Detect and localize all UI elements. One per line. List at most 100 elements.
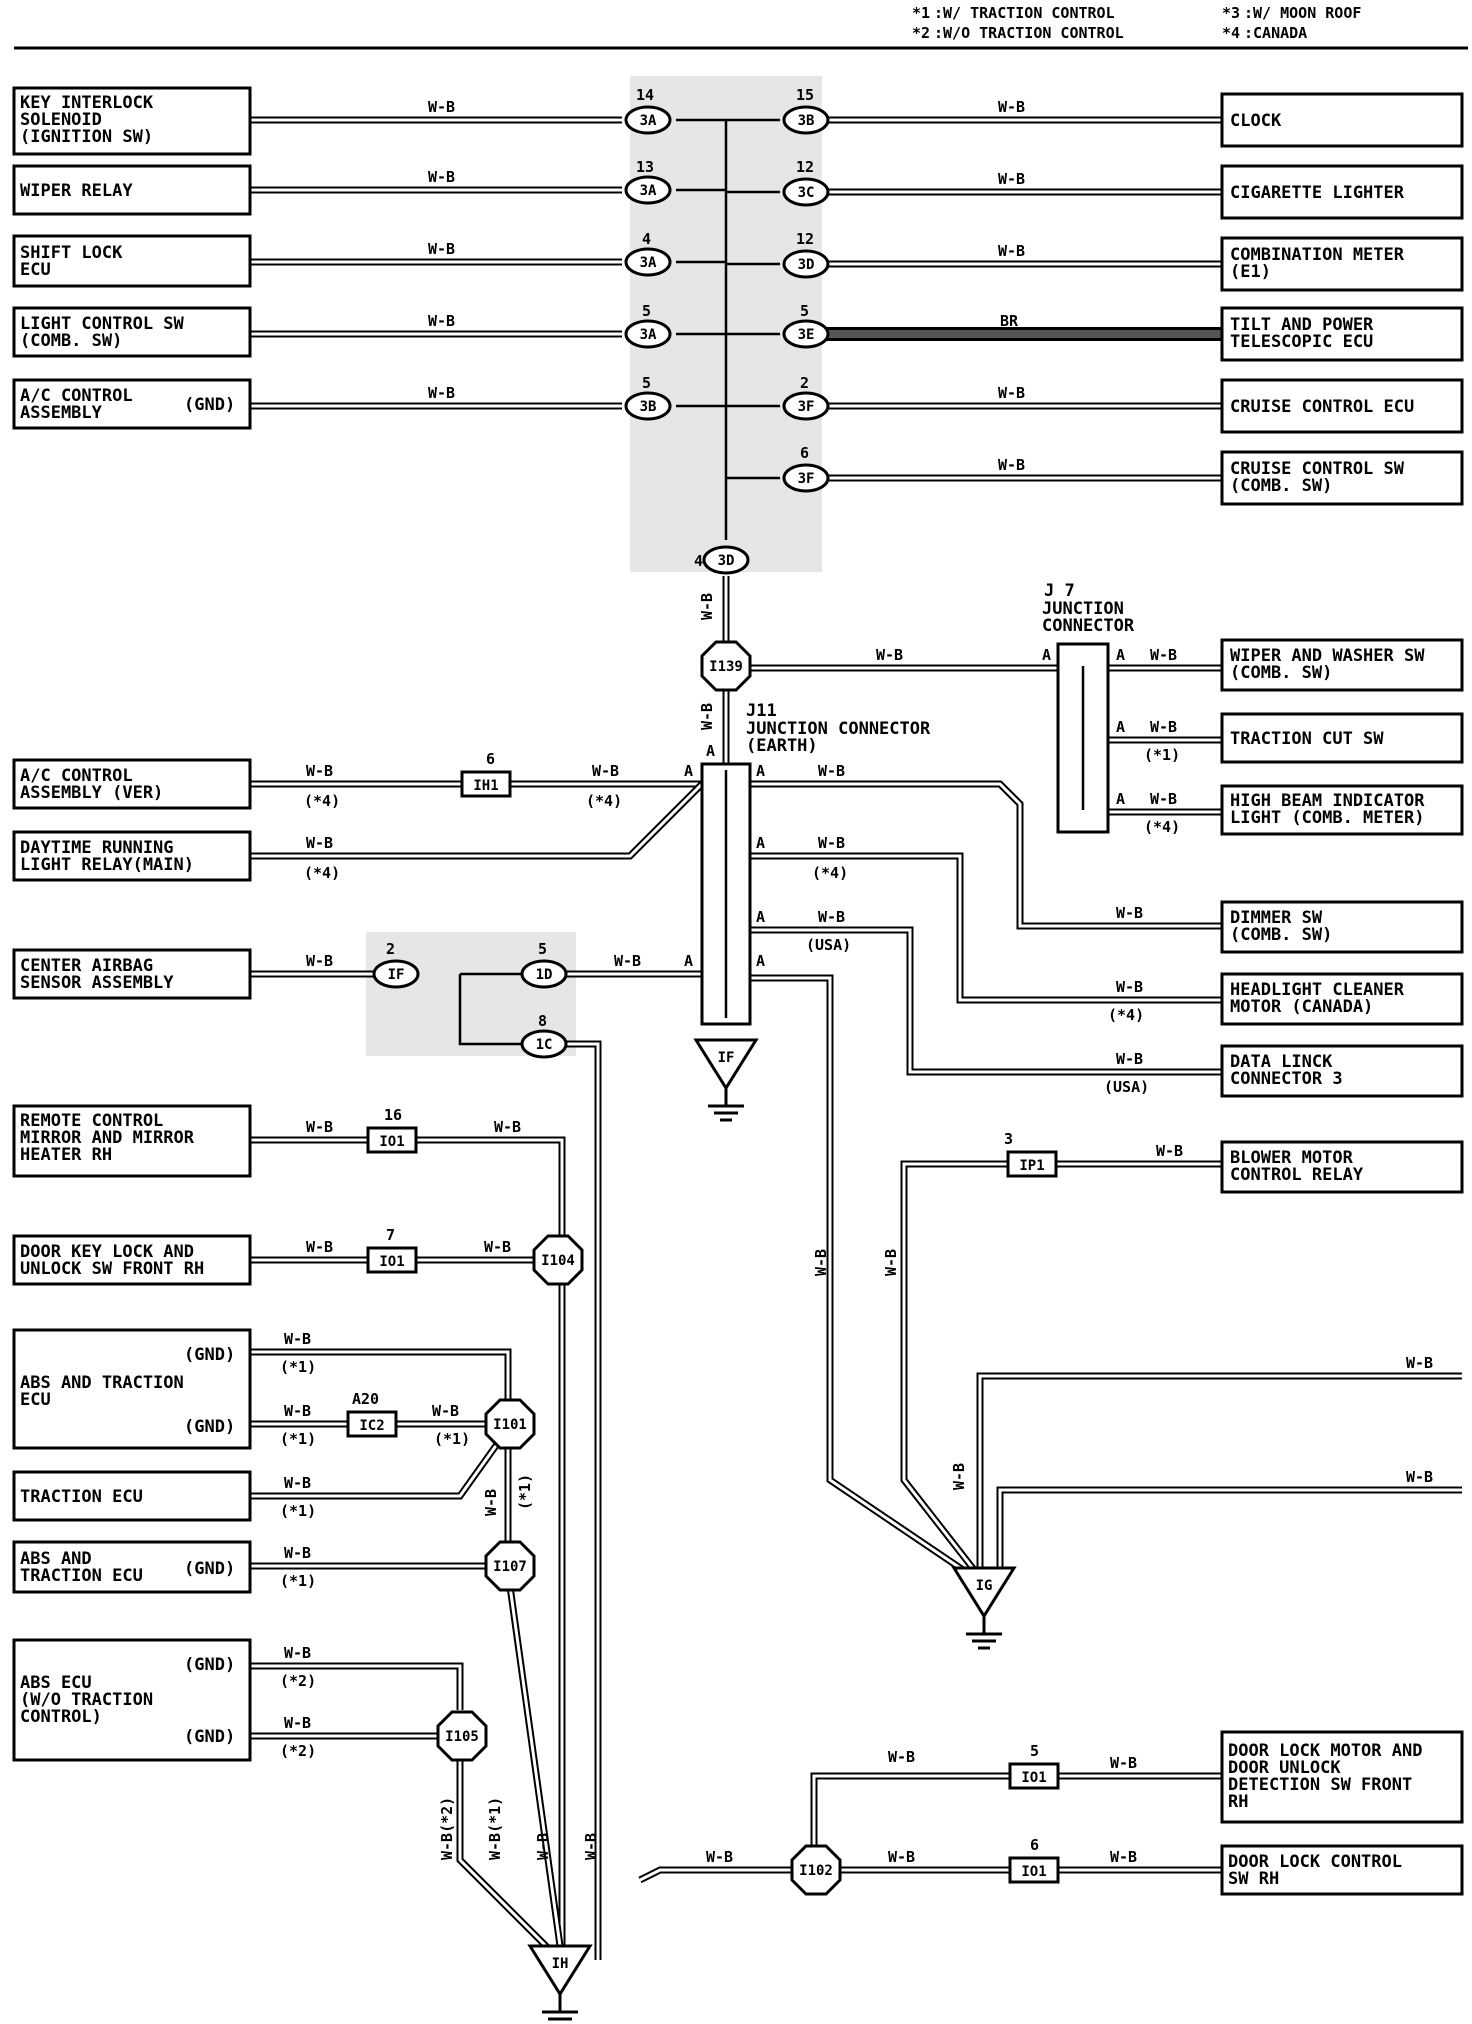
- traction-cut-l1: TRACTION CUT SW: [1230, 729, 1384, 749]
- door-lock-motor-box: [1220, 1730, 1464, 1824]
- note-ac-ver-2: (*4): [586, 792, 622, 810]
- ground-ih-label: IH: [552, 1956, 569, 1972]
- abs-ecu-l1: ABS ECU: [20, 1673, 92, 1693]
- connector-1f-2: IF: [372, 959, 420, 989]
- note-usa-2: (USA): [1104, 1078, 1149, 1096]
- wire-label-ig-1: W-B: [812, 1249, 830, 1276]
- traction-cut-sw-box: [1220, 712, 1464, 764]
- drl-relay-box: [12, 830, 252, 882]
- pin-a-j11-airbag: A: [684, 952, 693, 970]
- abs-traction-l1: ABS AND TRACTION: [20, 1373, 184, 1393]
- wire-label-headlight: W-B: [1116, 978, 1143, 996]
- pin-4: 4: [642, 230, 651, 248]
- wire-label-j7-2: W-B: [1150, 718, 1177, 736]
- door-key-lock-l1: DOOR KEY LOCK AND: [20, 1242, 194, 1262]
- abs-traction-ecu-box: [12, 1328, 252, 1450]
- door-lock-motor-l3: DETECTION SW FRONT: [1228, 1775, 1412, 1795]
- door-key-lock-l2: UNLOCK SW FRONT RH: [20, 1259, 204, 1279]
- connector-io1-7: IO1: [366, 1246, 418, 1274]
- wire-abs-gnd1-core: [250, 1350, 510, 1400]
- pin-5-1d: 5: [538, 940, 547, 958]
- cruise-sw-l1: CRUISE CONTROL SW: [1230, 459, 1405, 479]
- ac-control-assembly-box: [12, 378, 252, 430]
- data-link-l2: CONNECTOR 3: [1230, 1069, 1343, 1089]
- key-interlock-solenoid-box: [12, 86, 252, 156]
- connector-io1-16: IO1: [366, 1126, 418, 1154]
- pin-15: 15: [796, 86, 814, 104]
- connector-ip1-3-label: IP1: [1019, 1158, 1044, 1174]
- cigarette-lighter-box: [1220, 164, 1464, 220]
- junction-i102-label: I102: [799, 1863, 833, 1879]
- abs-traction-ecu-2-box: [12, 1540, 252, 1594]
- key-interlock-l2: SOLENOID: [20, 110, 102, 130]
- wire-label-abs2: W-B: [284, 1544, 311, 1562]
- wire-label-right-2: W-B: [1406, 1468, 1433, 1486]
- connector-1d-5-label: 1D: [536, 967, 553, 983]
- connector-3f-2: 3F: [782, 391, 830, 421]
- connector-3a-13-label: 3A: [640, 183, 657, 199]
- wire-label-traction-ecu: W-B: [284, 1474, 311, 1492]
- pin-5c: 5: [642, 374, 651, 392]
- connector-1c-8-label: 1C: [536, 1037, 553, 1053]
- pin-14: 14: [636, 86, 654, 104]
- headlight-cleaner-l1: HEADLIGHT CLEANER: [1230, 980, 1405, 1000]
- wire-label-3d-vert: W-B: [698, 593, 716, 620]
- connector-3d-4: 3D: [702, 545, 750, 575]
- data-link-connector-box: [1220, 1044, 1464, 1098]
- j11-name-l2: (EARTH): [746, 736, 818, 756]
- note-usa-1: (USA): [806, 936, 851, 954]
- cigarette-l1: CIGARETTE LIGHTER: [1230, 183, 1405, 203]
- ground-ig-label: IG: [976, 1578, 993, 1594]
- pin-16: 16: [384, 1106, 402, 1124]
- pin-2: 2: [800, 374, 809, 392]
- light-control-l1: LIGHT CONTROL SW: [20, 314, 185, 334]
- connector-ih1-6-label: IH1: [473, 778, 498, 794]
- shift-lock-ecu-box: [12, 234, 252, 288]
- legend-key-2: *2: [912, 24, 930, 42]
- cruise-ecu-l1: CRUISE CONTROL ECU: [1230, 397, 1414, 417]
- wire-label-right-3: W-B: [998, 384, 1025, 402]
- combination-meter-box: [1220, 236, 1464, 292]
- wiper-washer-l2: (COMB. SW): [1230, 663, 1332, 683]
- dimmer-l2: (COMB. SW): [1230, 925, 1332, 945]
- wiper-relay-l1: WIPER RELAY: [20, 181, 133, 201]
- pin-a-j11-r3: A: [756, 908, 765, 926]
- wire-label-j11-r1: W-B: [818, 762, 845, 780]
- wire-j11-headlight-core: [750, 854, 1222, 1002]
- junction-i104-label: I104: [541, 1253, 575, 1269]
- combination-meter-l2: (E1): [1230, 262, 1271, 282]
- note-abs-1: (*1): [280, 1358, 316, 1376]
- wire-label-abs-1: W-B: [284, 1330, 311, 1348]
- ac-control-ver-l2: ASSEMBLY (VER): [20, 783, 163, 803]
- abs-ecu-l2: (W/O TRACTION: [20, 1690, 153, 1710]
- note-j11-r2: (*4): [812, 864, 848, 882]
- wire-label-abs-ecu-1: W-B: [284, 1644, 311, 1662]
- pin-5a: 5: [642, 302, 651, 320]
- j11-name-l1: JUNCTION CONNECTOR: [746, 719, 931, 739]
- connector-3e-5-label: 3E: [798, 327, 815, 343]
- wire-i105-ih-core: [458, 1760, 562, 1962]
- pin-a-j11-1: A: [684, 762, 693, 780]
- junction-i105: I105: [436, 1710, 488, 1762]
- wire-label-mirror-2: W-B: [494, 1118, 521, 1136]
- center-airbag-sensor-box: [12, 948, 252, 1000]
- note-ac-ver-1: (*4): [304, 792, 340, 810]
- right-components: CLOCK CIGARETTE LIGHTER COMBINATION METE…: [1220, 92, 1464, 1896]
- wire-label-mirror: W-B: [306, 1118, 333, 1136]
- legend-text-4: :CANADA: [1244, 24, 1307, 42]
- ac-control-l2: ASSEMBLY: [20, 403, 103, 423]
- drl-relay-l2: LIGHT RELAY(MAIN): [20, 855, 194, 875]
- legend-text-3: :W/ MOON ROOF: [1244, 4, 1361, 22]
- ground-ih: IH: [527, 1944, 593, 2021]
- cruise-control-sw-box: [1220, 450, 1464, 506]
- pin-6: 6: [800, 444, 809, 462]
- wire-abs-ecu-1-core: [250, 1664, 462, 1710]
- pin-a-j11-r2: A: [756, 834, 765, 852]
- connector-3d-12: 3D: [782, 249, 830, 279]
- wire-label-i139-vert: W-B: [698, 703, 716, 730]
- wire-label-abs-2: W-B: [284, 1402, 311, 1420]
- pin-a-j11-r1: A: [756, 762, 765, 780]
